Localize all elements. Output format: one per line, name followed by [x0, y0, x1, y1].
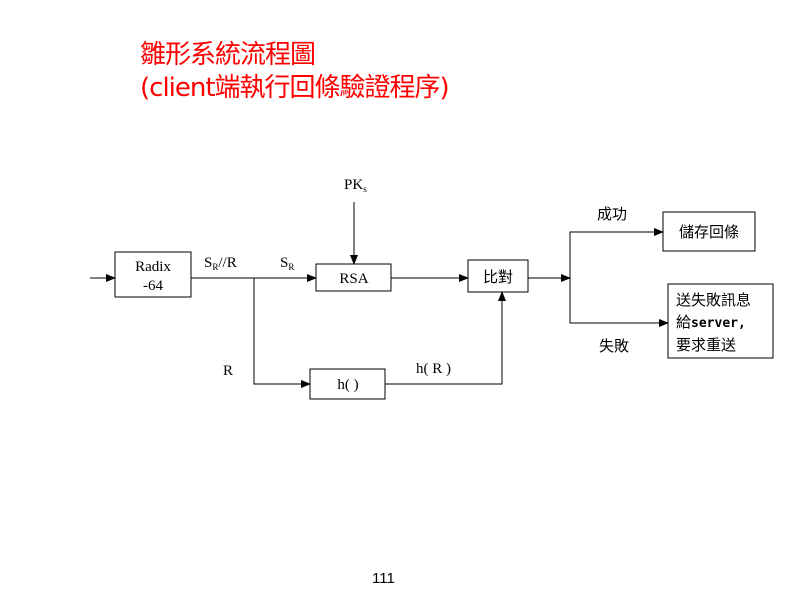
slide-title: 雛形系統流程圖	[140, 40, 316, 70]
failure-label: 失敗	[599, 337, 629, 355]
hr-label: h( R )	[416, 361, 451, 377]
pk-label: PKs	[344, 177, 367, 194]
sr-label: SR	[280, 255, 294, 272]
hash-to-compare-arrow	[385, 291, 506, 385]
fail-box-line1: 送失敗訊息	[676, 291, 751, 309]
failure-arrow	[569, 278, 669, 327]
fail-message-box	[667, 283, 774, 359]
radix-label-2: -64	[143, 278, 163, 294]
hash-box	[309, 368, 386, 400]
rsa-box	[315, 263, 392, 292]
slide-subtitle: (client端執行回條驗證程序)	[140, 73, 450, 103]
success-arrow	[569, 228, 664, 278]
fail-box-line3: 要求重送	[676, 336, 736, 354]
fail-box-line2: 給server,	[676, 313, 746, 331]
page-number: 111	[372, 570, 395, 587]
r-branch-arrow	[253, 278, 311, 388]
r-label: R	[223, 363, 233, 379]
sr-r-label: SR//R	[204, 255, 237, 272]
radix-label-1: Radix	[135, 259, 171, 275]
hash-label: h( )	[337, 377, 358, 393]
compare-box	[467, 259, 529, 293]
store-box	[662, 211, 756, 252]
radix64-box	[114, 251, 192, 298]
success-label: 成功	[597, 205, 627, 223]
rsa-label: RSA	[339, 271, 368, 287]
compare-label: 比對	[483, 268, 513, 286]
store-label: 儲存回條	[679, 223, 739, 241]
